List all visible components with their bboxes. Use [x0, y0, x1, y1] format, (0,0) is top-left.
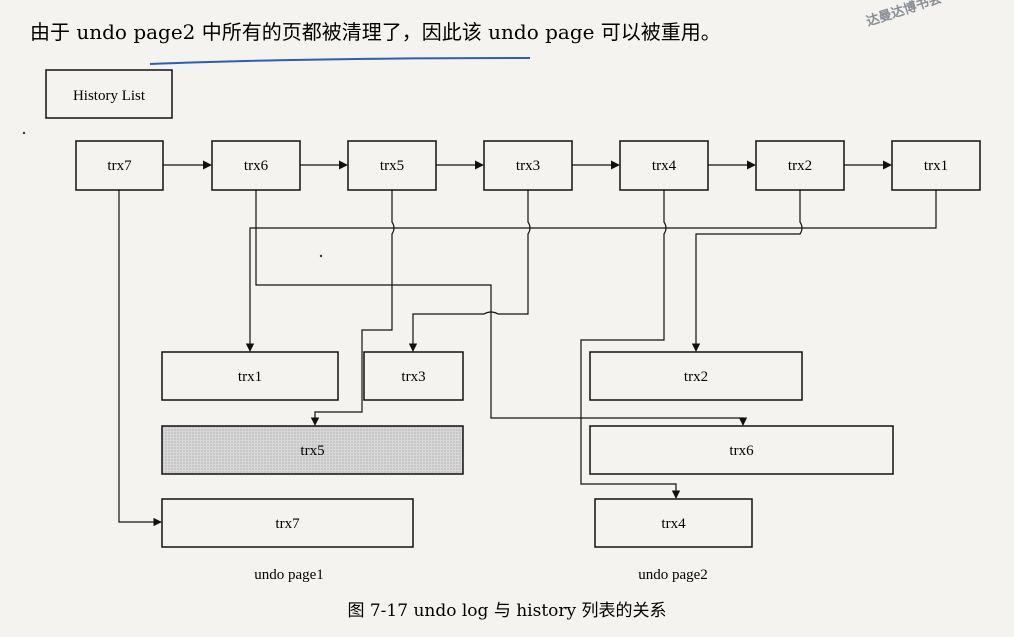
undo-record-label: trx7: [275, 516, 300, 532]
undo-record-label: trx1: [238, 369, 262, 385]
connector-trx6: [255, 190, 748, 426]
undo-page1-label: undo page1: [254, 567, 324, 583]
connector-trx3: [408, 190, 531, 352]
history-node-label: trx5: [380, 158, 404, 174]
undo-page2-record-trx2: trx2: [589, 351, 803, 401]
corner-stamp: 达曼达博书会: [864, 0, 944, 30]
history-node-trx3: trx3: [483, 140, 573, 191]
undo-page2-record-trx6: trx6: [589, 425, 894, 475]
history-node-trx6: trx6: [211, 140, 301, 191]
intro-sentence: 由于 undo page2 中所有的页都被清理了，因此该 undo page 可…: [30, 20, 721, 44]
undo-record-label: trx2: [684, 369, 708, 385]
history-node-label: trx7: [107, 158, 132, 174]
undo-page2-record-trx4: trx4: [594, 498, 753, 548]
history-node-label: trx1: [924, 158, 948, 174]
annotation-underline: [149, 57, 531, 65]
history-node-label: trx2: [788, 158, 812, 174]
history-list-box: History List: [45, 69, 173, 119]
history-list-label: History List: [73, 88, 146, 104]
history-node-trx7: trx7: [75, 140, 164, 191]
history-node-trx1: trx1: [891, 140, 981, 191]
history-node-label: trx4: [652, 158, 677, 174]
undo-page1-record-trx5-purged: trx5: [161, 425, 464, 475]
undo-page1-record-trx3: trx3: [363, 351, 464, 401]
history-to-undo-connectors: [118, 190, 937, 527]
history-node-trx5: trx5: [347, 140, 437, 191]
connector-trx2: [691, 190, 803, 352]
history-node-trx4: trx4: [619, 140, 709, 191]
undo-record-label: trx6: [729, 443, 754, 459]
connector-trx4: [580, 190, 681, 499]
undo-page1-record-trx1: trx1: [161, 351, 339, 401]
connector-trx1: [245, 190, 937, 352]
figure-caption: 图 7-17 undo log 与 history 列表的关系: [347, 601, 666, 621]
connector-trx7: [118, 190, 162, 527]
history-node-label: trx6: [244, 158, 269, 174]
history-node-label: trx3: [516, 158, 540, 174]
undo-page1-record-trx7: trx7: [161, 498, 414, 548]
undo-page2-label: undo page2: [638, 567, 708, 583]
history-node-trx2: trx2: [755, 140, 845, 191]
undo-record-label: trx5: [300, 443, 324, 459]
scan-dot: [319, 254, 323, 258]
connector-trx5: [310, 190, 395, 426]
scan-dot: [22, 131, 26, 135]
stamp-text: 达曼达博书会: [864, 0, 944, 30]
undo-record-label: trx4: [661, 516, 686, 532]
undo-record-label: trx3: [401, 369, 425, 385]
